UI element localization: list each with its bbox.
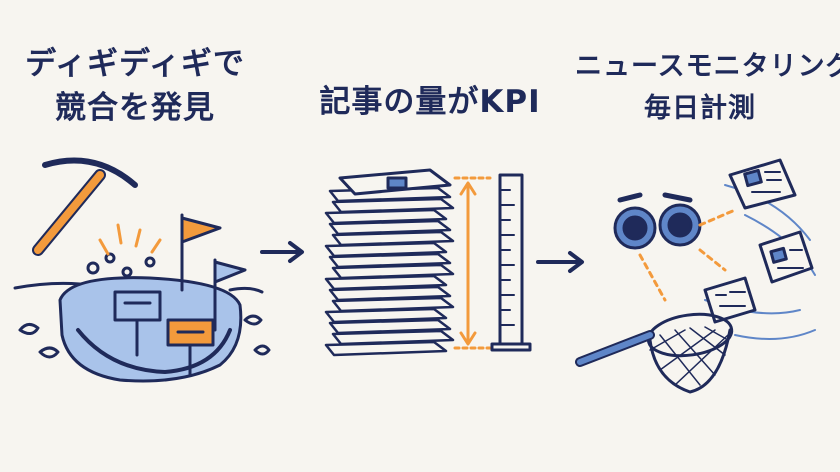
newspaper-image-icon	[743, 168, 763, 188]
orange-flag-icon	[180, 216, 222, 244]
arrow-right-icon	[260, 241, 304, 263]
arrow-right-icon	[536, 251, 584, 273]
panel-3-caption-line-1: ニュースモニタリングで	[575, 51, 840, 82]
panel-2-caption-line-1: 記事の量がKPI	[319, 84, 541, 120]
newspaper-lines-icon	[751, 171, 782, 193]
panel-2-caption: 記事の量がKPI	[305, 80, 555, 124]
stacked-page-icon	[331, 197, 455, 214]
stacked-page-icon	[328, 252, 452, 269]
ruler-icon	[498, 173, 524, 347]
stacked-page-icon	[331, 329, 455, 346]
rock-icon	[86, 261, 100, 275]
panel-1-caption: ディギディギで 競合を発見	[20, 42, 250, 130]
stacked-page-icon	[328, 285, 452, 302]
article-stack-scene	[324, 186, 455, 357]
pickaxe-handle-icon	[34, 171, 104, 254]
ruler-ticks-icon	[499, 189, 515, 326]
rock-icon	[104, 252, 116, 264]
panel-1-caption-line-1: ディギディギで	[25, 46, 245, 82]
sparkle-icon	[98, 223, 162, 256]
newspaper-icon	[728, 158, 797, 210]
newspaper-image-icon	[769, 246, 788, 264]
hole-shadow-icon	[76, 328, 232, 374]
pickaxe-head-icon	[42, 157, 138, 188]
newspaper-lines-icon	[777, 249, 804, 269]
stacked-page-icon	[331, 296, 455, 313]
blue-sign-icon	[113, 290, 162, 322]
rock-icon	[144, 256, 156, 268]
newspaper-icon	[703, 276, 757, 324]
stacked-page-icon	[331, 230, 455, 247]
monitoring-scene	[575, 158, 816, 394]
blue-flag-icon	[213, 260, 247, 284]
net-handle-icon	[577, 332, 653, 365]
sign-detail-icon	[123, 301, 152, 357]
panel-1-caption-line-2: 競合を発見	[55, 90, 215, 126]
panel-3-caption: ニュースモニタリングで 毎日計測	[575, 46, 840, 130]
sign-detail-icon	[176, 330, 205, 377]
lens-core-icon	[622, 215, 648, 241]
net-hoop-icon	[646, 312, 734, 358]
article-image-icon	[386, 176, 408, 190]
net-bag-icon	[648, 328, 732, 394]
dig-hole-scene	[13, 157, 271, 383]
rock-icon	[121, 266, 133, 278]
ruler-base-icon	[490, 342, 532, 352]
net-mesh-icon	[649, 326, 729, 386]
measure-guide-icon	[453, 176, 492, 350]
stacked-page-icon	[328, 219, 452, 236]
newspaper-lines-icon	[715, 291, 746, 307]
lens-core-icon	[667, 212, 693, 238]
binoculars-body-icon	[617, 192, 693, 203]
panel-3-caption-line-2: 毎日計測	[644, 93, 756, 124]
stacked-page-icon	[328, 318, 452, 335]
dirt-clods-icon	[18, 314, 271, 359]
stacked-page-icon	[331, 263, 455, 280]
measure-arrow-icon	[459, 181, 477, 346]
connection-dashes-icon	[638, 208, 737, 302]
